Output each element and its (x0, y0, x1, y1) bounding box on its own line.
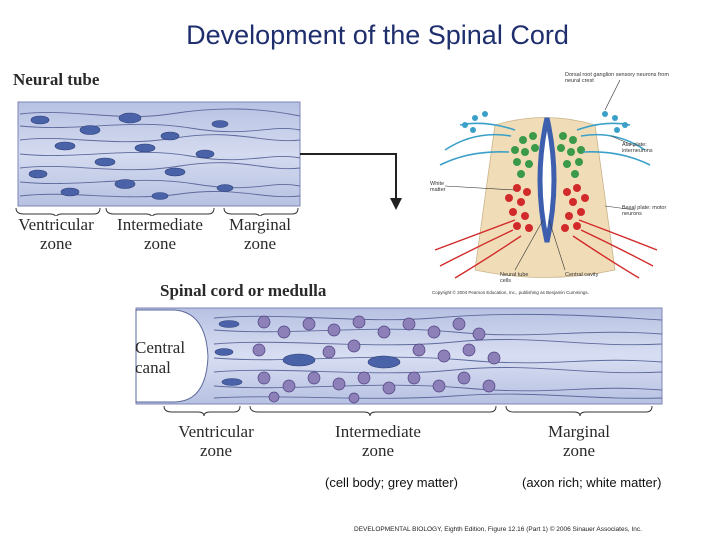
nt-zone-intermediate-line2: zone (143, 234, 177, 253)
sc-zone-marginal: Marginal zone (534, 422, 624, 460)
nt-zone-marginal-line2: zone (243, 234, 277, 253)
spinal-cord-heading: Spinal cord or medulla (160, 281, 327, 300)
sc-zone-intermediate-line2: zone (361, 441, 395, 460)
label-basal-plate: Basal plate: motor neurons (622, 205, 667, 217)
label-central-cavity: Central cavity (565, 272, 599, 278)
cross-section-copyright: Copyright © 2004 Pearson Education, Inc.… (432, 290, 589, 295)
neural-tube-illustration (15, 101, 301, 216)
label-alar-plate: Alar plate: interneurons (622, 142, 653, 154)
neural-tube-heading: Neural tube (13, 70, 100, 89)
development-arrow (300, 153, 402, 210)
note-grey-matter: (cell body; grey matter) (325, 475, 458, 490)
sc-zone-ventricular-line2: zone (199, 441, 233, 460)
sc-zone-intermediate: Intermediate zone (316, 422, 440, 460)
central-canal-line2: canal (135, 358, 171, 377)
note-white-matter: (axon rich; white matter) (522, 475, 662, 490)
nt-zone-ventricular: Ventricular zone (6, 215, 106, 253)
nt-zone-marginal-line1: Marginal (228, 215, 291, 234)
label-white-matter: White matter (430, 181, 446, 193)
label-neural-tube-cells: Neural tube cells (500, 272, 529, 284)
sc-zone-marginal-line1: Marginal (547, 422, 610, 441)
nt-zone-ventricular-line2: zone (39, 234, 73, 253)
nt-zone-marginal: Marginal zone (220, 215, 300, 253)
central-canal-label: Central canal (135, 338, 185, 378)
label-dorsal-root: Dorsal root ganglion sensory neurons fro… (565, 72, 669, 84)
nt-zone-intermediate-line1: Intermediate (117, 215, 203, 234)
central-canal-line1: Central (135, 338, 186, 357)
page-title: Development of the Spinal Cord (186, 20, 569, 50)
spinal-cross-section (434, 79, 658, 279)
nt-zone-ventricular-line1: Ventricular (18, 215, 94, 234)
sc-zone-ventricular-line1: Ventricular (178, 422, 254, 441)
figure-credit: DEVELOPMENTAL BIOLOGY, Eighth Edition, F… (354, 526, 642, 533)
sc-zone-ventricular: Ventricular zone (166, 422, 266, 460)
spinal-cord-illustration (135, 307, 663, 417)
sc-zone-intermediate-line1: Intermediate (335, 422, 421, 441)
nt-zone-intermediate: Intermediate zone (104, 215, 216, 253)
sc-zone-marginal-line2: zone (562, 441, 596, 460)
